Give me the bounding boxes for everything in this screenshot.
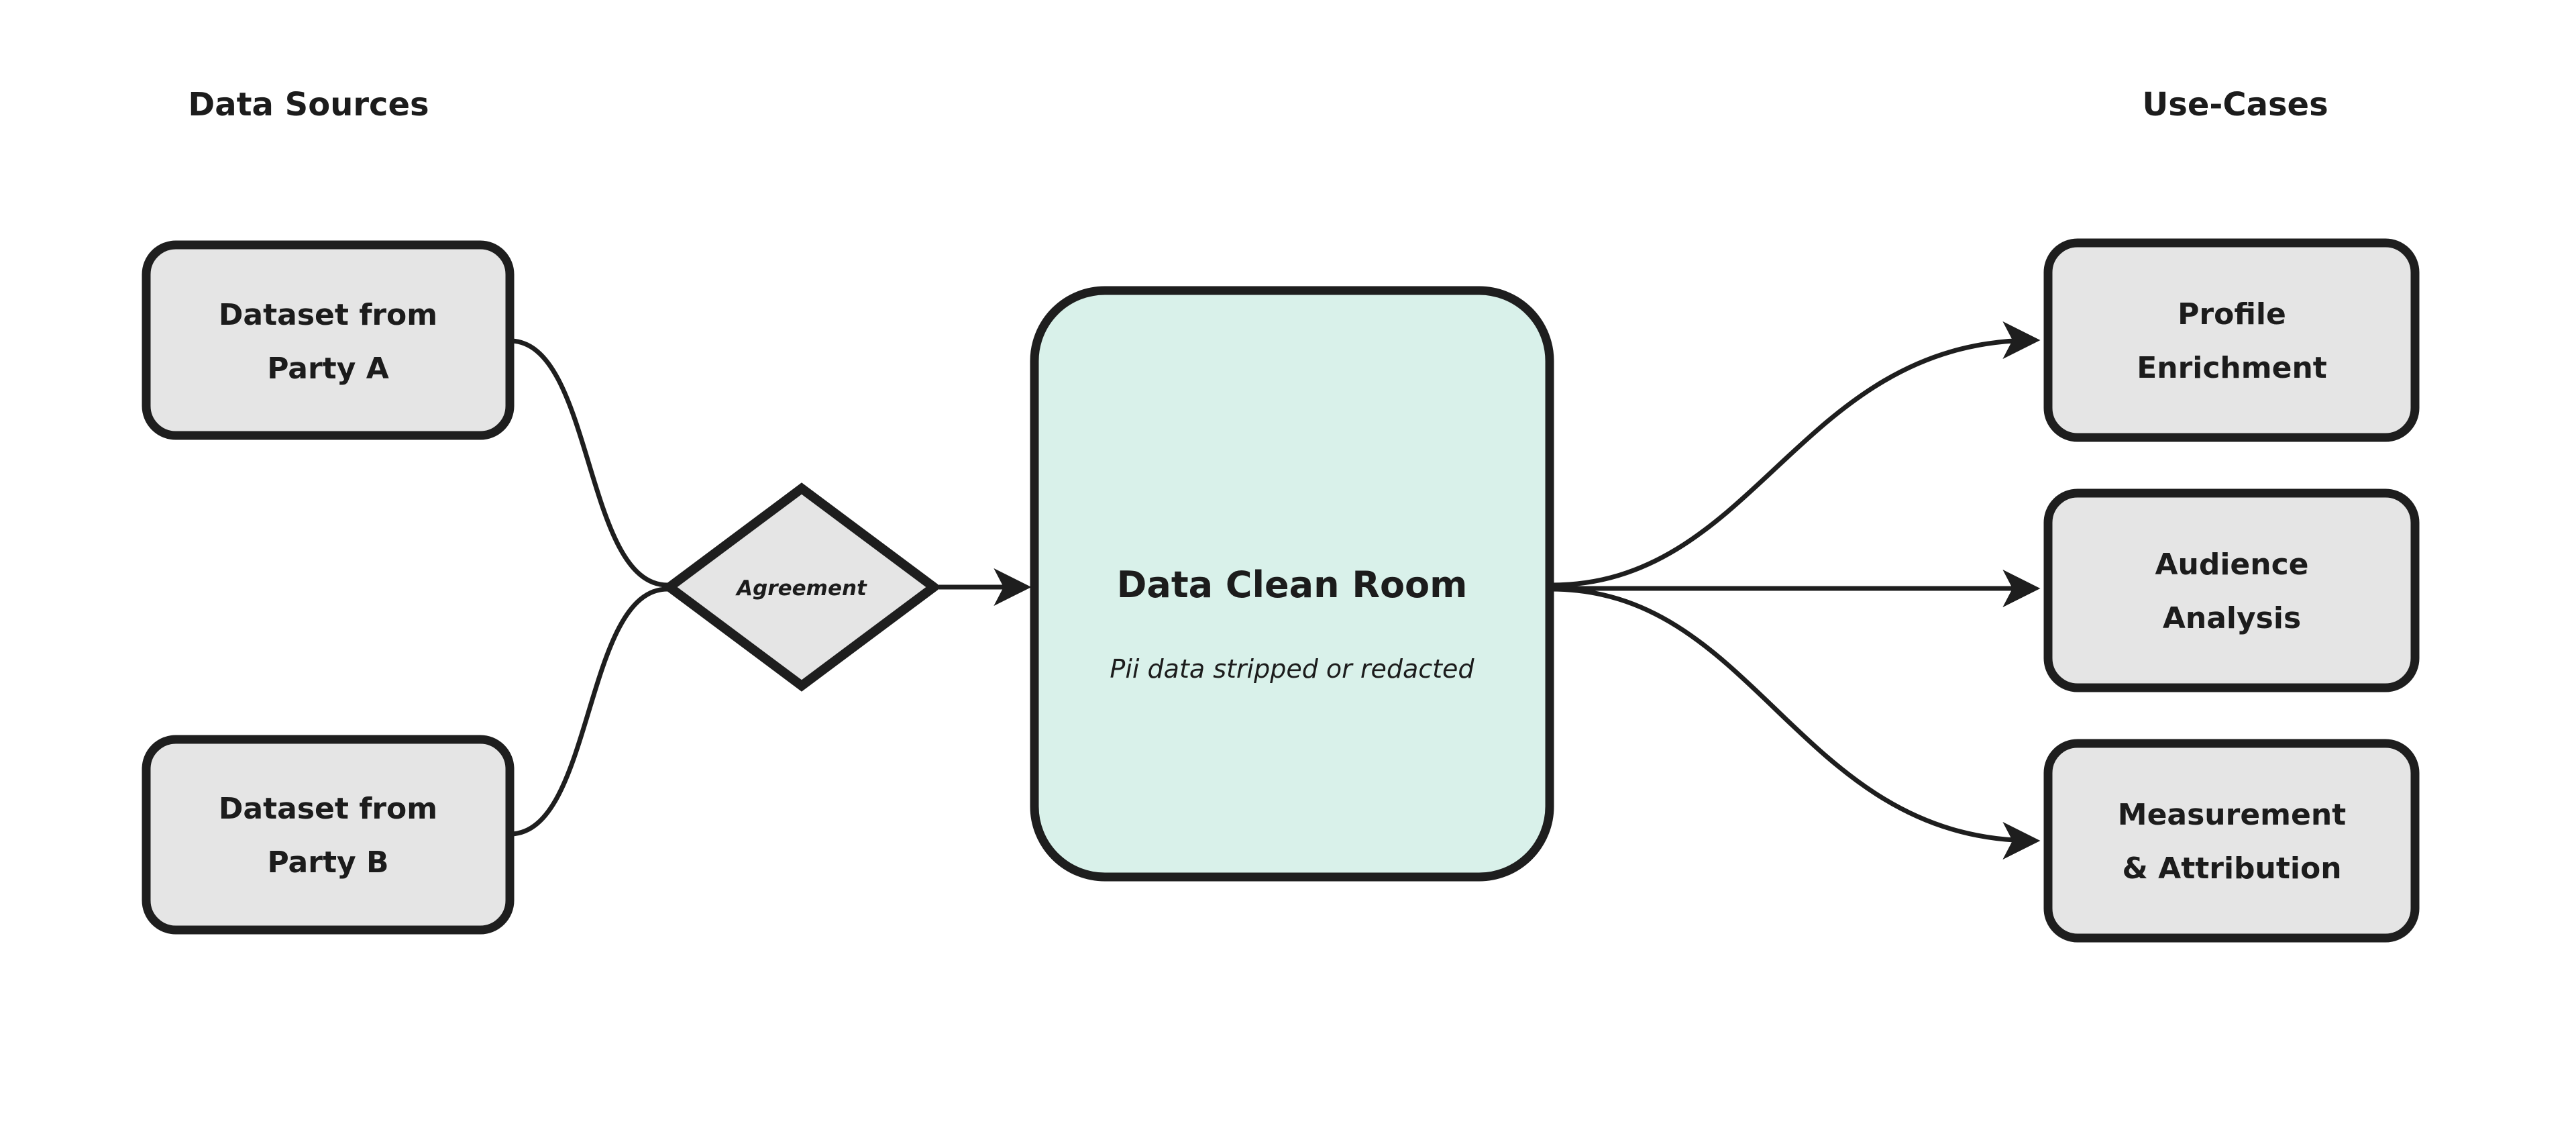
connectors [509, 321, 2041, 860]
node-audience-analysis-label-line1: Audience [2155, 548, 2308, 582]
node-measurement-attribution: Measurement & Attribution [2043, 739, 2420, 943]
node-profile-enrichment-label-line1: Profile [2178, 297, 2286, 331]
node-party-a-label-line2: Party A [267, 352, 389, 386]
connector-party-a-to-agreement [509, 338, 668, 588]
node-party-a-box [142, 240, 515, 440]
node-party-a: Dataset from Party A [142, 240, 515, 440]
node-clean-room: Data Clean Room Pii data stripped or red… [1030, 286, 1554, 882]
heading-data-sources: Data Sources [188, 86, 429, 123]
connector-clean-room-to-profile-enrichment [1550, 321, 2041, 588]
node-profile-enrichment-label-line2: Enrichment [2137, 351, 2327, 385]
node-agreement-label: Agreement [735, 576, 867, 601]
connector-clean-room-to-measurement-attribution [1550, 586, 2041, 860]
node-audience-analysis-box [2043, 488, 2420, 692]
node-agreement: Agreement [661, 482, 942, 692]
node-measurement-attribution-label-line1: Measurement [2118, 798, 2346, 832]
node-party-b-label-line1: Dataset from [219, 792, 437, 826]
node-party-b-label-line2: Party B [267, 845, 388, 880]
connector-party-b-to-agreement [509, 586, 668, 837]
node-clean-room-box [1030, 286, 1554, 882]
node-party-b-box [142, 735, 515, 935]
node-clean-room-subtitle: Pii data stripped or redacted [1110, 654, 1474, 684]
node-measurement-attribution-label-line2: & Attribution [2122, 851, 2341, 886]
node-measurement-attribution-box [2043, 739, 2420, 943]
node-audience-analysis: Audience Analysis [2043, 488, 2420, 692]
heading-use-cases: Use-Cases [2142, 86, 2328, 123]
node-profile-enrichment-box [2043, 238, 2420, 442]
node-audience-analysis-label-line2: Analysis [2163, 601, 2301, 635]
node-party-b: Dataset from Party B [142, 735, 515, 935]
node-profile-enrichment: Profile Enrichment [2043, 238, 2420, 442]
node-clean-room-title: Data Clean Room [1117, 564, 1468, 606]
node-agreement-diamond [661, 482, 942, 692]
node-party-a-label-line1: Dataset from [219, 298, 437, 332]
